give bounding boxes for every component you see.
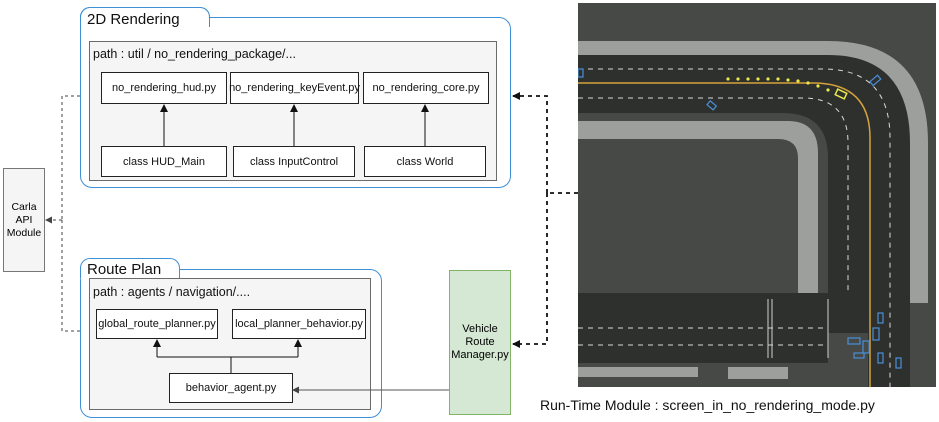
dashed-runtime-to-vrm <box>512 193 548 348</box>
runtime-map <box>578 3 936 387</box>
rendering-group-title: 2D Rendering <box>87 11 180 28</box>
vrm-line-1: Vehicle <box>462 323 498 335</box>
dashed-route-to-carla <box>61 220 80 332</box>
class-input-control: class InputControl <box>233 146 355 177</box>
arrow-agent-tree <box>157 356 298 373</box>
rendering-package-path: path : util / no_rendering_package/... <box>93 47 296 61</box>
route-package-path: path : agents / navigation/.... <box>93 285 251 299</box>
vrm-line-2: Route <box>465 336 495 348</box>
vehicle-route-manager: Vehicle Route Manager.py <box>449 270 511 415</box>
carla-line-3: Module <box>6 226 42 239</box>
file-behavior-agent: behavior_agent.py <box>169 373 293 403</box>
class-hud-main: class HUD_Main <box>101 146 227 177</box>
carla-line-1: Carla <box>11 200 37 213</box>
file-no-rendering-core: no_rendering_core.py <box>363 72 489 104</box>
class-world: class World <box>364 146 486 177</box>
file-global-route-planner: global_route_planner.py <box>96 309 218 339</box>
route-group-tab <box>80 258 180 278</box>
dashed-rendering-to-carla <box>61 95 80 220</box>
vrm-line-3: Manager.py <box>451 349 509 361</box>
carla-api-module: Carla API Module <box>3 168 45 272</box>
file-no-rendering-keyevent: no_rendering_keyEvent.py <box>229 72 360 104</box>
file-no-rendering-hud: no_rendering_hud.py <box>101 72 227 104</box>
carla-line-2: API <box>15 213 33 226</box>
route-group-title: Route Plan <box>87 261 162 278</box>
file-local-planner-behavior: local_planner_behavior.py <box>232 309 366 339</box>
runtime-caption: Run-Time Module : screen_in_no_rendering… <box>540 397 875 413</box>
dashed-runtime-to-rendering <box>512 92 548 193</box>
